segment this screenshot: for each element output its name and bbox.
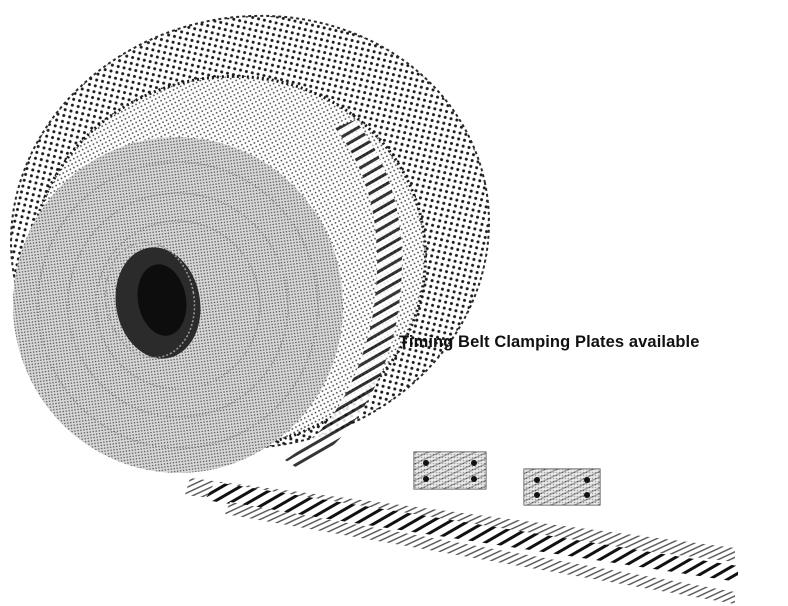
belt-strip-main	[205, 482, 738, 582]
caption-text: Timing Belt Clamping Plates available	[399, 333, 700, 351]
belt-roll-front-ring-3	[95, 220, 261, 390]
belt-roll-side-band	[285, 120, 402, 470]
belt-strip-lower	[225, 502, 735, 604]
belt-strip	[185, 478, 738, 604]
belt-roll	[10, 14, 490, 473]
belt-roll-front-ring-1	[37, 161, 319, 449]
belt-roll-front-ring-2	[67, 192, 289, 418]
belt-roll-hub-highlight	[104, 241, 196, 359]
clamping-plate-left	[413, 451, 487, 490]
belt-strip-upper	[185, 478, 735, 562]
belt-roll-hole	[137, 264, 187, 336]
clamping-plate-right	[523, 468, 601, 506]
